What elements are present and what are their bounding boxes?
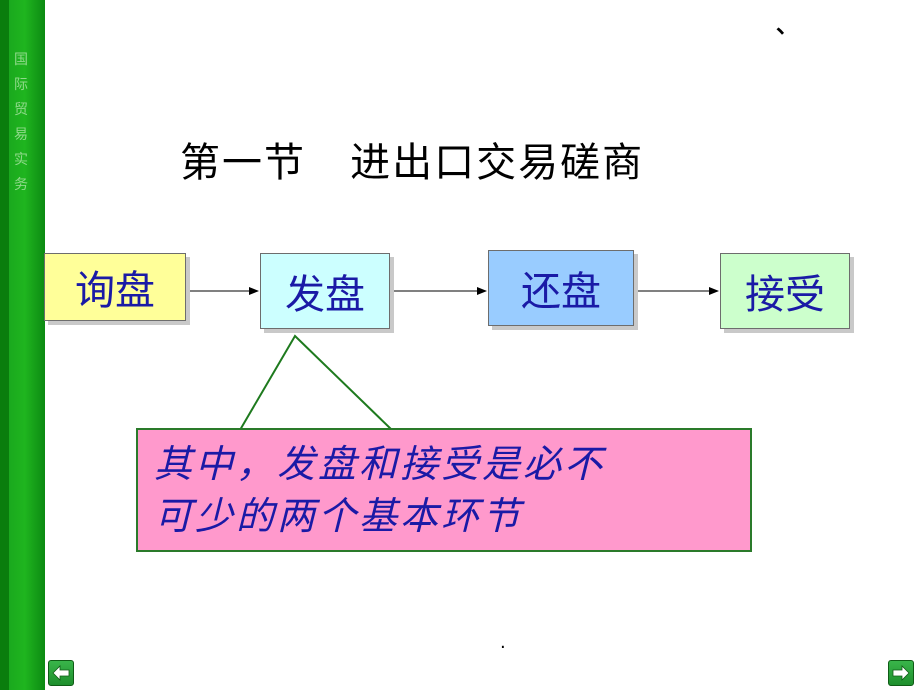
flow-node-inquiry: 询盘 (44, 253, 186, 321)
slide-heading: 第一节 进出口交易磋商 (180, 140, 645, 186)
callout-pointer (238, 334, 395, 431)
previous-slide-button[interactable] (48, 660, 74, 686)
arrow-left-icon (52, 665, 70, 681)
sidebar-title-char: 际 (14, 77, 28, 93)
sidebar-title: 国 际 贸 易 实 务 (11, 48, 31, 198)
flow-node-offer: 发盘 (260, 253, 390, 329)
flow-node-acceptance: 接受 (720, 253, 850, 329)
sidebar-title-char: 务 (14, 177, 28, 193)
sidebar-strip (0, 0, 9, 690)
arrow-right-icon (892, 665, 910, 681)
next-slide-button[interactable] (888, 660, 914, 686)
sidebar-title-char: 实 (14, 152, 28, 168)
footer-dot: . (500, 632, 506, 653)
callout-line-2: 可少的两个基本环节 (154, 494, 524, 538)
flow-node-counter-offer: 还盘 (488, 250, 634, 326)
corner-mark: 、 (776, 14, 799, 39)
sidebar-title-char: 贸 (14, 102, 28, 118)
callout-note: 其中，发盘和接受是必不 可少的两个基本环节 (136, 428, 752, 552)
sidebar-title-char: 易 (14, 127, 28, 143)
sidebar: 国 际 贸 易 实 务 (0, 0, 45, 690)
callout-line-1: 其中，发盘和接受是必不 (154, 442, 606, 486)
sidebar-title-char: 国 (14, 52, 28, 68)
